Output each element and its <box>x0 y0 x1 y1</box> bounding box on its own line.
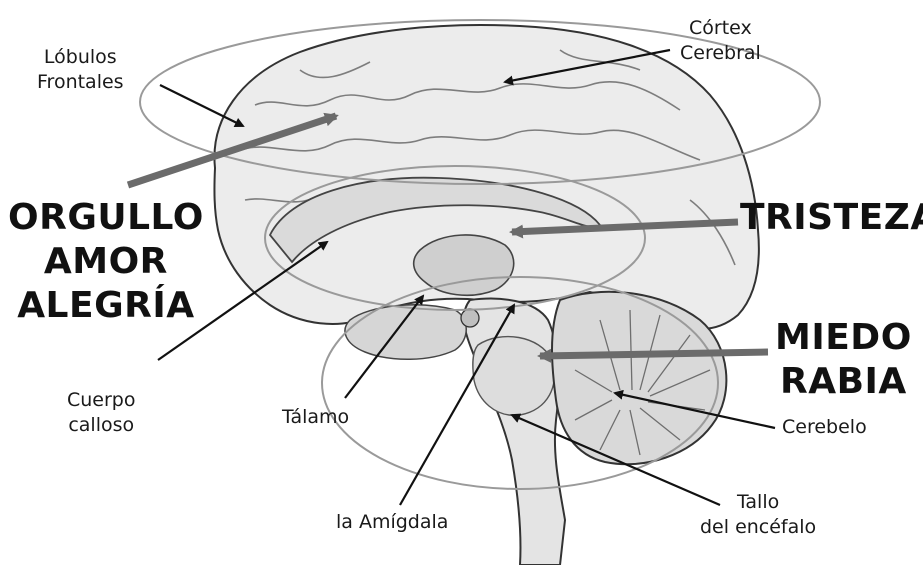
emotion-alegria: ALEGRÍA <box>8 284 204 328</box>
label-cortex-line2: Cerebral <box>680 41 761 66</box>
temporal-lobe <box>345 305 466 359</box>
pons <box>473 337 555 416</box>
emotion-orgullo: ORGULLO <box>8 196 204 240</box>
brain-illustration <box>214 25 758 565</box>
amygdala-body <box>461 309 479 327</box>
emotion-amor: AMOR <box>8 240 204 284</box>
label-cuerpo-calloso: Cuerpo calloso <box>67 388 136 438</box>
label-cerebelo: Cerebelo <box>782 415 867 440</box>
label-cuerpo-line2: calloso <box>67 413 136 438</box>
label-tallo-line2: del encéfalo <box>700 515 816 540</box>
emotions-brainstem: MIEDO RABIA <box>775 316 912 404</box>
emotions-limbic: TRISTEZA <box>740 196 923 240</box>
label-tallo-line1: Tallo <box>700 490 816 515</box>
emotion-tristeza: TRISTEZA <box>740 196 923 240</box>
label-amigdala: la Amígdala <box>336 510 448 535</box>
label-cortex-line1: Córtex <box>680 16 761 41</box>
label-cortex-cerebral: Córtex Cerebral <box>680 16 761 66</box>
label-lobulos-line2: Frontales <box>37 70 124 95</box>
arrow-miedo <box>540 352 768 356</box>
emotions-frontal: ORGULLO AMOR ALEGRÍA <box>8 196 204 328</box>
label-cuerpo-line1: Cuerpo <box>67 388 136 413</box>
emotion-rabia: RABIA <box>775 360 912 404</box>
emotion-miedo: MIEDO <box>775 316 912 360</box>
label-tallo: Tallo del encéfalo <box>700 490 816 540</box>
label-lobulos-line1: Lóbulos <box>37 45 124 70</box>
label-talamo: Tálamo <box>282 405 349 430</box>
label-lobulos-frontales: Lóbulos Frontales <box>37 45 124 95</box>
